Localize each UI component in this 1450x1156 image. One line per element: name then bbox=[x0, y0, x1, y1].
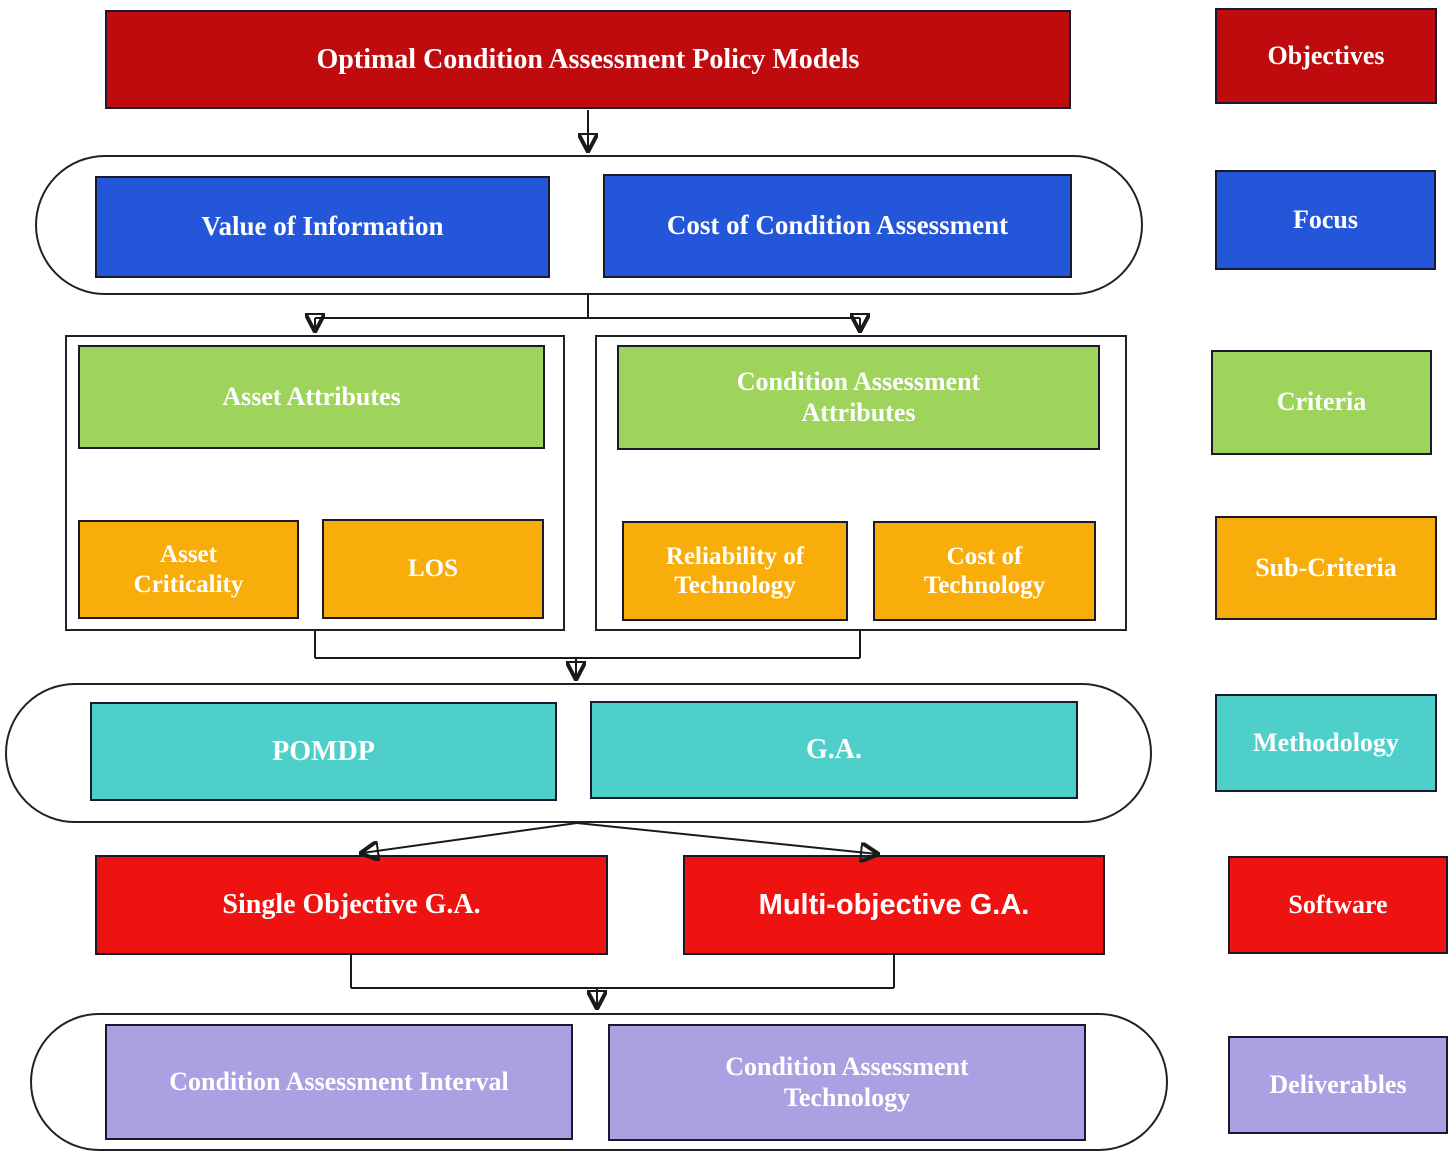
criteria-box-condition-assessment-attributes: Condition Assessment Attributes bbox=[617, 345, 1100, 450]
software-box-multi-objective-ga: Multi-objective G.A. bbox=[683, 855, 1105, 955]
methodology-box-pomdp: POMDP bbox=[90, 702, 557, 801]
connector-focus-split bbox=[315, 295, 860, 319]
criteria-box-asset-attributes: Asset Attributes bbox=[78, 345, 545, 449]
objectives-box: Optimal Condition Assessment Policy Mode… bbox=[105, 10, 1071, 109]
legend-methodology: Methodology bbox=[1215, 694, 1437, 792]
legend-focus: Focus bbox=[1215, 170, 1436, 270]
connector-methodology-to-multi-ga bbox=[576, 822, 877, 854]
focus-item-value-of-information: Value of Information bbox=[95, 176, 550, 278]
methodology-box-ga: G.A. bbox=[590, 701, 1078, 799]
subcriteria-box-cost-of-technology: Cost of Technology bbox=[873, 521, 1096, 621]
legend-objectives: Objectives bbox=[1215, 8, 1437, 104]
subcriteria-box-reliability-of-technology: Reliability of Technology bbox=[622, 521, 848, 621]
legend-software: Software bbox=[1228, 856, 1448, 954]
connector-criteria-merge bbox=[314, 631, 861, 659]
subcriteria-box-asset-criticality: Asset Criticality bbox=[78, 520, 299, 619]
legend-deliverables: Deliverables bbox=[1228, 1036, 1448, 1134]
subcriteria-box-los: LOS bbox=[322, 519, 544, 619]
connector-methodology-to-single-ga bbox=[362, 822, 578, 853]
focus-item-cost-of-condition-assessment: Cost of Condition Assessment bbox=[603, 174, 1072, 278]
deliverables-box-condition-assessment-interval: Condition Assessment Interval bbox=[105, 1024, 573, 1140]
connector-software-merge bbox=[350, 955, 895, 989]
software-box-single-objective-ga: Single Objective G.A. bbox=[95, 855, 608, 955]
deliverables-box-condition-assessment-technology: Condition Assessment Technology bbox=[608, 1024, 1086, 1141]
legend-sub-criteria: Sub-Criteria bbox=[1215, 516, 1437, 620]
legend-criteria: Criteria bbox=[1211, 350, 1432, 455]
